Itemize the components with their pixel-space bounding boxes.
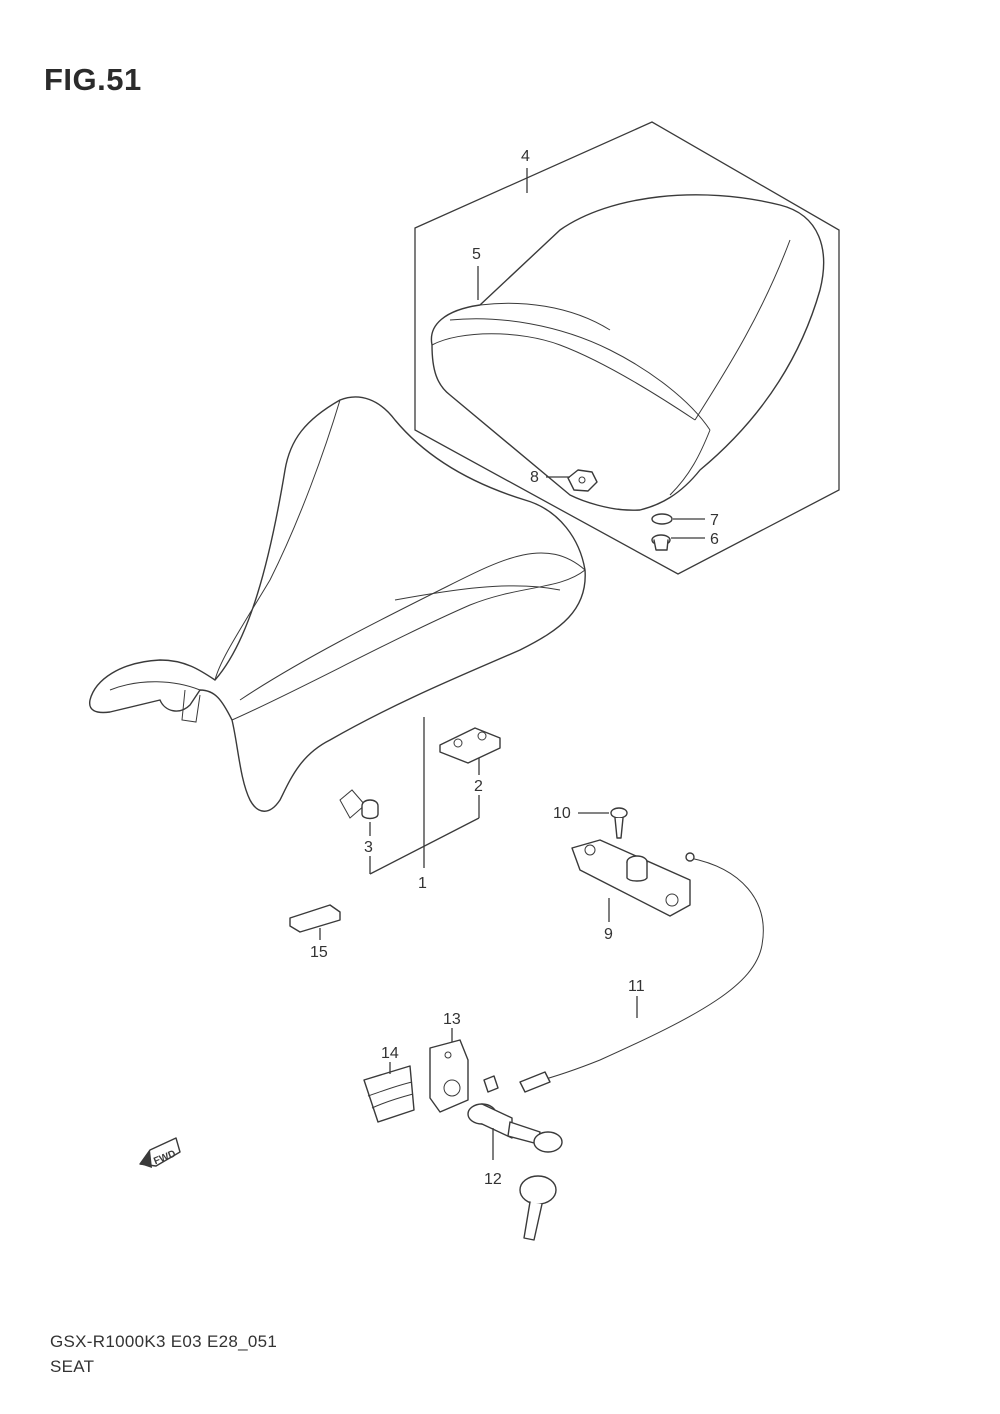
callout-8: 8 bbox=[530, 469, 539, 486]
callout-13: 13 bbox=[443, 1011, 461, 1028]
bracket-part-2[interactable] bbox=[439, 727, 501, 764]
model-code: GSX-R1000K3 E03 E28_051 bbox=[50, 1332, 278, 1351]
seat-lock-cable-part-11[interactable] bbox=[519, 852, 764, 1093]
callout-2: 2 bbox=[474, 778, 483, 795]
callout-15: 15 bbox=[310, 944, 328, 961]
pillion-assembly-frame bbox=[414, 121, 840, 575]
screw-part-10[interactable] bbox=[610, 807, 628, 839]
callout-3: 3 bbox=[364, 839, 373, 856]
callout-12: 12 bbox=[484, 1171, 502, 1188]
callout-10: 10 bbox=[553, 805, 571, 822]
callout-11: 11 bbox=[628, 978, 645, 995]
seat-lock-key-set-part-12[interactable] bbox=[467, 1075, 563, 1241]
seat-lock-base-part-9[interactable] bbox=[571, 839, 691, 917]
callout-9: 9 bbox=[604, 926, 613, 943]
cushion-part-8[interactable] bbox=[567, 469, 598, 492]
leader-lines bbox=[319, 168, 705, 1160]
pillion-seat[interactable] bbox=[430, 194, 825, 511]
pad-part-15[interactable] bbox=[289, 904, 341, 933]
forward-direction-badge: FWD bbox=[139, 1137, 181, 1168]
callout-5: 5 bbox=[472, 246, 481, 263]
lock-plate-part-13[interactable] bbox=[429, 1039, 469, 1113]
figure-title: FIG.51 bbox=[44, 62, 142, 97]
callout-1: 1 bbox=[418, 875, 427, 892]
clip-part-14[interactable] bbox=[363, 1065, 415, 1123]
rider-seat[interactable] bbox=[88, 396, 586, 819]
washer-part-7[interactable] bbox=[651, 513, 673, 525]
callout-7: 7 bbox=[710, 512, 719, 529]
section-name: SEAT bbox=[50, 1357, 95, 1376]
callout-4: 4 bbox=[521, 148, 530, 165]
cushion-part-3[interactable] bbox=[361, 799, 379, 820]
callout-6: 6 bbox=[710, 531, 719, 548]
callout-14: 14 bbox=[381, 1045, 399, 1062]
grommet-part-6[interactable] bbox=[651, 534, 671, 551]
